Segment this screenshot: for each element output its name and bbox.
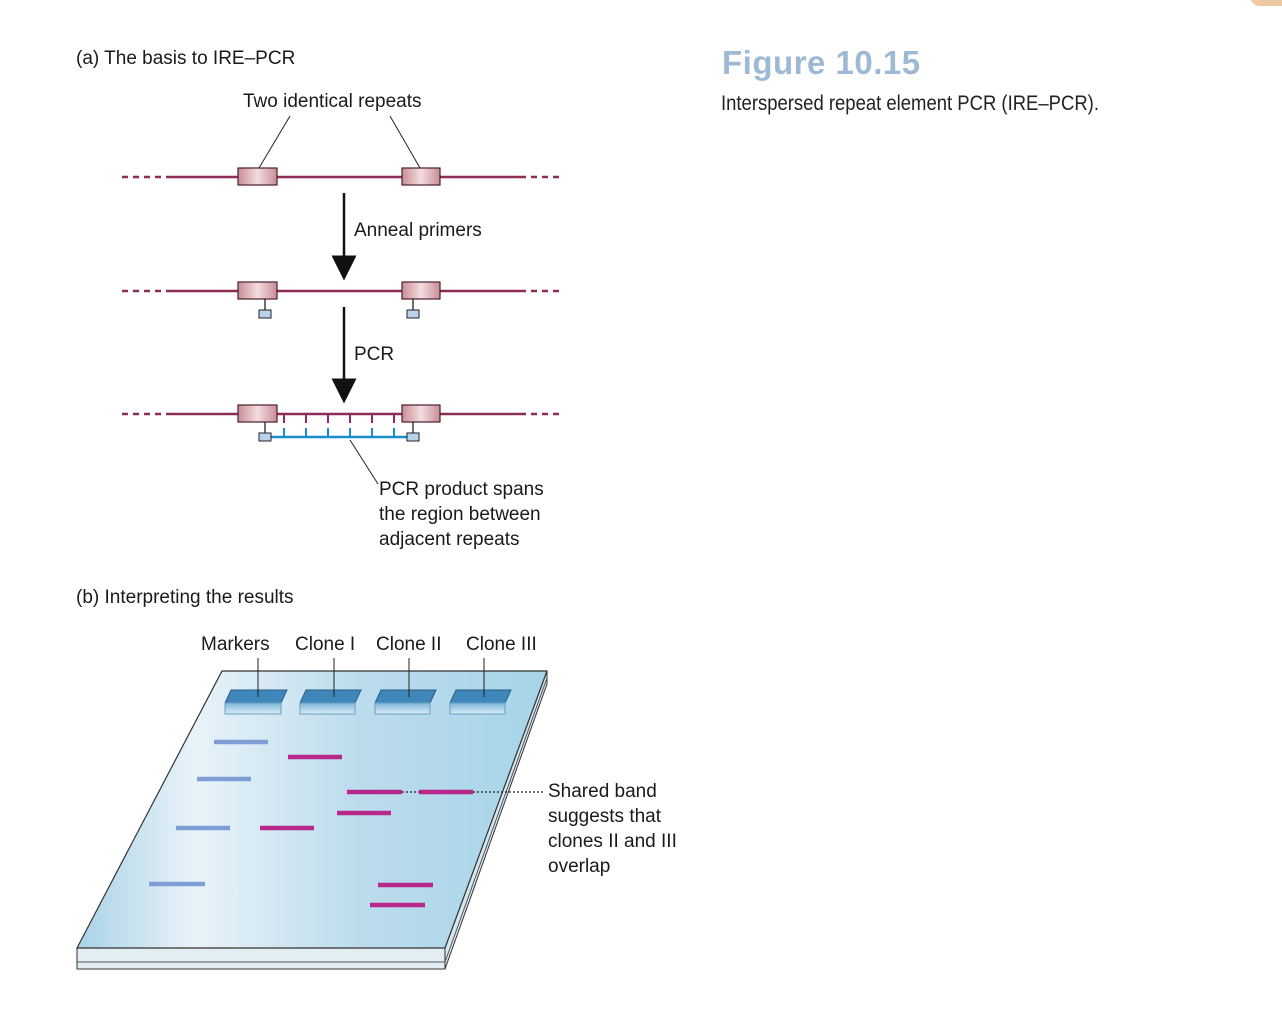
repeat-box [401,167,441,186]
marker-bands [149,739,268,887]
dna-row-1 [122,167,560,186]
primer-box [406,432,420,442]
product-pointer [349,439,379,485]
repeat-pointer [258,115,291,169]
dna-row-3 [122,404,560,442]
repeat-box [237,404,278,423]
repeat-pointer [389,115,421,169]
primer-box [406,309,420,319]
repeat-box [401,404,441,423]
dna-row-2 [122,281,560,319]
well-markers [224,689,288,715]
well-clone-3 [449,689,512,715]
lane-label-clone-2: Clone II [376,634,442,655]
figure-number: Figure 10.15 [722,44,921,81]
panel-a-title: (a) The basis to IRE–PCR [76,48,296,69]
shared-band-note: Shared band suggests that clones II and … [548,781,677,877]
product-note: PCR product spans the region between adj… [379,479,544,550]
clone-1-bands [260,754,342,831]
lane-label-clone-1: Clone I [295,634,356,655]
gel-slab [76,670,548,970]
lane-label-clone-3: Clone III [466,634,537,655]
well-clone-2 [374,689,437,715]
gel-wells [224,658,512,715]
repeat-box [237,281,278,300]
pcr-label: PCR [354,344,395,365]
lane-label-markers: Markers [201,634,270,655]
clone-2-bands [337,789,433,908]
panel-b-title: (b) Interpreting the results [76,587,294,608]
anneal-label: Anneal primers [354,220,482,241]
repeat-box [401,281,441,300]
corner-tab [1250,0,1282,6]
primer-box [258,309,272,319]
figure-caption: Interspersed repeat element PCR (IRE–PCR… [721,92,1099,115]
well-clone-1 [299,689,362,715]
primer-box [258,432,272,442]
repeats-label: Two identical repeats [243,91,422,112]
repeat-box [237,167,278,186]
